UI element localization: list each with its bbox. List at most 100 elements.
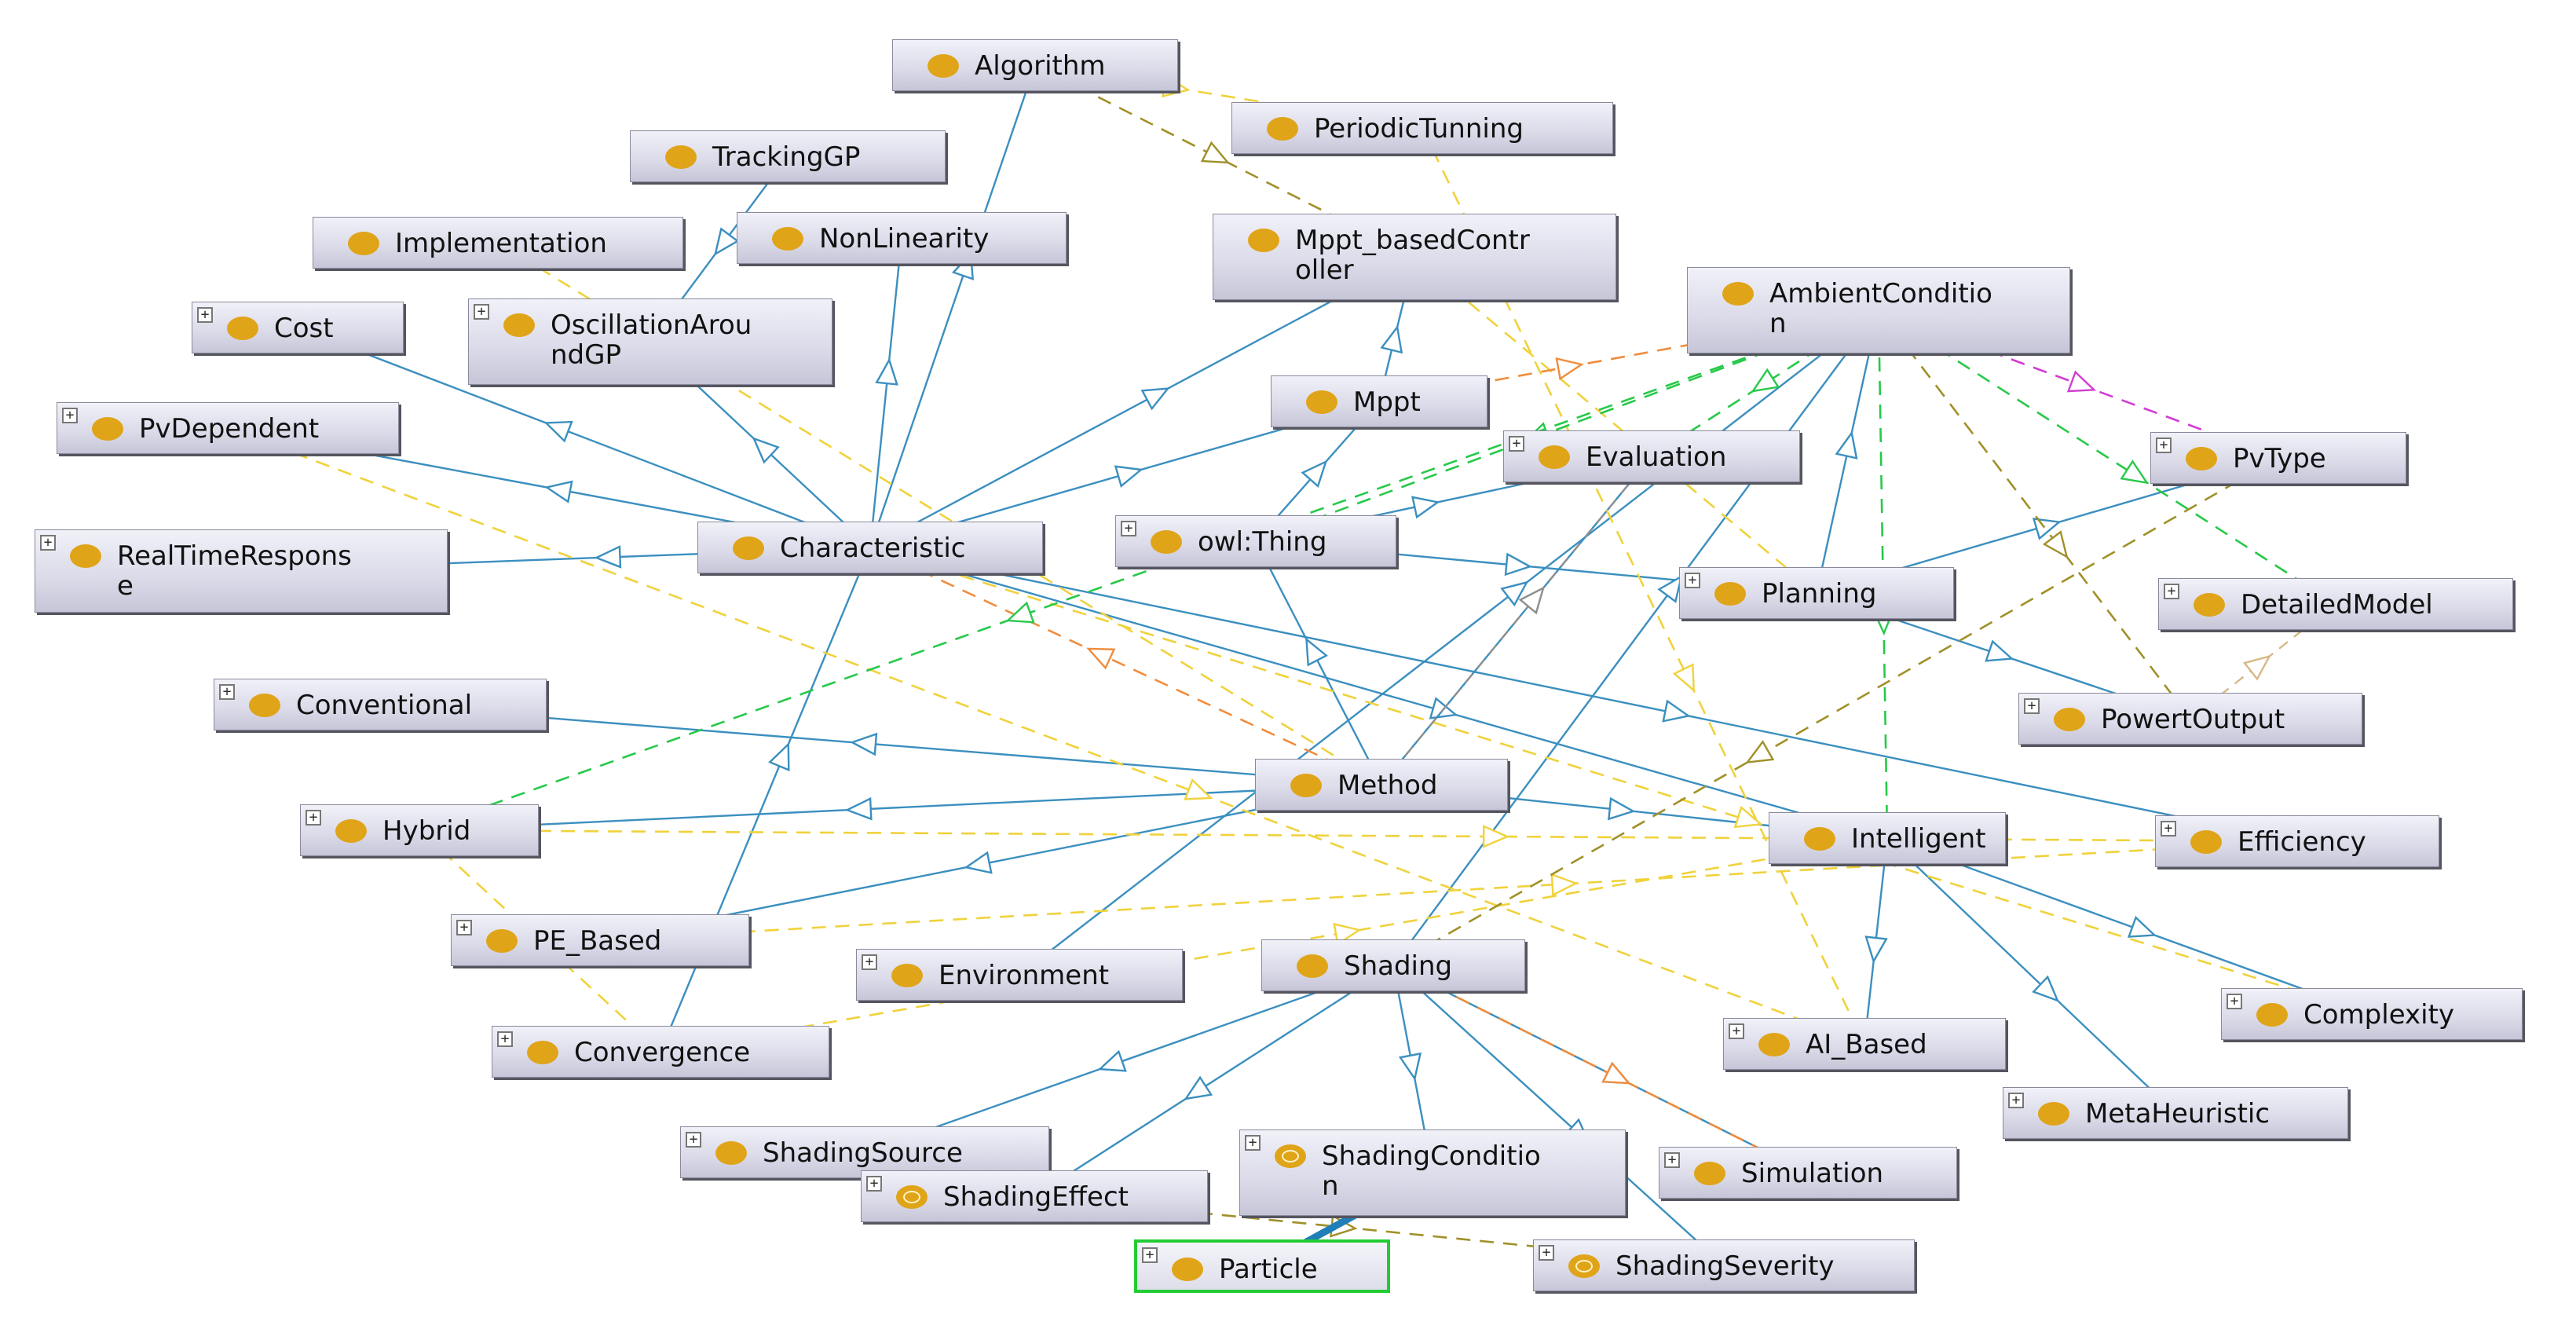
edge-arrowhead bbox=[714, 227, 740, 256]
expand-plus-icon[interactable]: + bbox=[1509, 436, 1524, 452]
edge-arrowhead bbox=[1657, 574, 1683, 603]
class-node-shadingeffect[interactable]: +ShadingEffect bbox=[861, 1170, 1208, 1222]
class-node-planning[interactable]: + Planning bbox=[1679, 567, 1954, 619]
defined-class-icon bbox=[1568, 1254, 1600, 1278]
expand-plus-icon[interactable]: + bbox=[862, 954, 877, 970]
expand-plus-icon[interactable]: + bbox=[306, 810, 321, 826]
expand-plus-icon[interactable]: + bbox=[1142, 1247, 1158, 1263]
expand-plus-icon[interactable]: + bbox=[62, 408, 78, 423]
class-node-realtime[interactable]: + RealTimeRespons e bbox=[35, 529, 448, 613]
class-node-intelligent[interactable]: Intelligent bbox=[1769, 812, 2006, 864]
expand-plus-icon[interactable]: + bbox=[1121, 521, 1136, 536]
class-node-owlthing[interactable]: +owl:Thing bbox=[1115, 515, 1396, 567]
expand-plus-icon[interactable]: + bbox=[2156, 438, 2172, 453]
expand-plus-icon[interactable]: + bbox=[1685, 573, 1700, 588]
class-node-characteristic[interactable]: Characteristic bbox=[697, 522, 1043, 573]
expand-plus-icon[interactable]: + bbox=[866, 1176, 882, 1192]
class-node-conventional[interactable]: +Conventional bbox=[214, 679, 547, 730]
expand-plus-icon[interactable]: + bbox=[497, 1031, 513, 1047]
class-node-ambient[interactable]: AmbientConditio n bbox=[1687, 267, 2070, 353]
class-node-label: RealTimeRespons e bbox=[117, 540, 352, 602]
expand-plus-icon[interactable]: + bbox=[2008, 1093, 2024, 1108]
expand-plus-icon[interactable]: + bbox=[197, 307, 213, 323]
expand-plus-icon[interactable]: + bbox=[456, 920, 472, 935]
class-dot-icon bbox=[227, 317, 258, 340]
class-node-nonlinearity[interactable]: NonLinearity bbox=[737, 212, 1067, 264]
class-node-evaluation[interactable]: +Evaluation bbox=[1503, 430, 1800, 482]
expand-plus-icon[interactable]: + bbox=[2164, 584, 2179, 599]
expand-plus-icon[interactable]: + bbox=[2161, 821, 2176, 837]
expand-plus-icon[interactable]: + bbox=[2227, 994, 2242, 1009]
class-node-shading[interactable]: Shading bbox=[1261, 939, 1525, 991]
edge-arrowhead bbox=[594, 545, 622, 569]
class-node-hybrid[interactable]: +Hybrid bbox=[300, 804, 539, 856]
expand-plus-icon[interactable]: + bbox=[2024, 698, 2040, 714]
edge-arrowhead bbox=[768, 741, 790, 772]
edge-arrowhead bbox=[2032, 975, 2060, 1002]
class-node-detailed[interactable]: + DetailedModel bbox=[2158, 578, 2513, 630]
edge-arrowhead bbox=[2127, 915, 2157, 938]
edge-arrowhead bbox=[2042, 530, 2069, 559]
class-dot-icon bbox=[928, 54, 959, 78]
class-node-label: Planning bbox=[1762, 578, 1877, 610]
class-dot-icon bbox=[1539, 445, 1570, 469]
class-node-efficiency[interactable]: + Efficiency bbox=[2155, 815, 2439, 867]
class-node-pvdependent[interactable]: +PvDependent bbox=[57, 402, 399, 454]
expand-plus-icon[interactable]: + bbox=[686, 1132, 701, 1148]
class-node-label: DetailedModel bbox=[2241, 589, 2433, 621]
class-node-environment[interactable]: +Environment bbox=[856, 949, 1183, 1001]
class-node-pvtype[interactable]: +PvType bbox=[2150, 432, 2406, 484]
expand-plus-icon[interactable]: + bbox=[1539, 1245, 1554, 1261]
class-node-trackinggp[interactable]: TrackingGP bbox=[630, 130, 946, 182]
class-node-label: Shading bbox=[1344, 950, 1453, 982]
defined-class-icon bbox=[896, 1185, 928, 1209]
class-node-implementation[interactable]: Implementation bbox=[313, 217, 683, 269]
edge-arrowhead bbox=[1086, 647, 1116, 670]
class-node-convergence[interactable]: +Convergence bbox=[492, 1026, 829, 1078]
class-dot-icon bbox=[1758, 1033, 1790, 1056]
class-node-label: Intelligent bbox=[1851, 823, 1986, 855]
class-node-complexity[interactable]: +Complexity bbox=[2221, 988, 2523, 1040]
class-dot-icon bbox=[1172, 1258, 1203, 1281]
class-node-oscillation[interactable]: +OscillationArou ndGP bbox=[468, 298, 832, 385]
expand-plus-icon[interactable]: + bbox=[474, 304, 489, 320]
class-node-pebased[interactable]: +PE_Based bbox=[451, 914, 749, 966]
class-dot-icon bbox=[249, 694, 280, 717]
class-node-algorithm[interactable]: Algorithm bbox=[892, 39, 1178, 91]
class-node-mppt[interactable]: Mppt bbox=[1271, 375, 1487, 427]
class-node-powerout[interactable]: +PowertOutput bbox=[2018, 693, 2362, 745]
expand-plus-icon[interactable]: + bbox=[219, 684, 235, 700]
edge-arrowhead bbox=[1518, 586, 1545, 615]
class-node-shadingseverity[interactable]: +ShadingSeverity bbox=[1533, 1239, 1915, 1291]
class-node-aibased[interactable]: +AI_Based bbox=[1723, 1018, 2006, 1070]
class-node-metaheuristic[interactable]: +MetaHeuristic bbox=[2003, 1087, 2348, 1139]
edge-arrowhead bbox=[1380, 324, 1403, 354]
expand-plus-icon[interactable]: + bbox=[1664, 1152, 1680, 1168]
class-dot-icon bbox=[92, 417, 123, 441]
class-node-simulation[interactable]: +Simulation bbox=[1659, 1147, 1957, 1199]
class-node-label: Algorithm bbox=[975, 50, 1106, 82]
class-node-method[interactable]: Method bbox=[1255, 759, 1508, 811]
class-node-periodic[interactable]: PeriodicTunning bbox=[1231, 102, 1613, 154]
class-node-shadingcondition[interactable]: +ShadingConditio n bbox=[1239, 1129, 1626, 1216]
class-node-mpptcontroller[interactable]: Mppt_basedContr oller bbox=[1213, 214, 1616, 300]
edge-environment-ambient bbox=[1019, 309, 1879, 976]
expand-plus-icon[interactable]: + bbox=[40, 535, 56, 551]
edge-arrowhead bbox=[2032, 518, 2062, 540]
edge-intelligent-complexity bbox=[1886, 837, 2373, 1016]
class-dot-icon bbox=[2038, 1102, 2069, 1126]
class-node-cost[interactable]: +Cost bbox=[192, 302, 404, 353]
edge-arrowhead bbox=[1550, 873, 1579, 897]
class-node-shadingsource[interactable]: +ShadingSource bbox=[680, 1126, 1049, 1178]
edge-arrowhead bbox=[1114, 465, 1143, 488]
edge-characteristic-nonlinearity bbox=[869, 237, 903, 548]
expand-plus-icon[interactable]: + bbox=[1245, 1135, 1261, 1151]
edge-arrowhead bbox=[1835, 430, 1858, 459]
class-node-particle[interactable]: +Particle bbox=[1134, 1239, 1390, 1293]
edge-method-conventional bbox=[379, 703, 1382, 786]
edge-characteristic-mpptcontroller bbox=[869, 255, 1415, 549]
expand-plus-icon[interactable]: + bbox=[1729, 1023, 1744, 1039]
class-node-label: Efficiency bbox=[2238, 826, 2366, 858]
edge-characteristic-efficiency bbox=[869, 546, 2298, 843]
